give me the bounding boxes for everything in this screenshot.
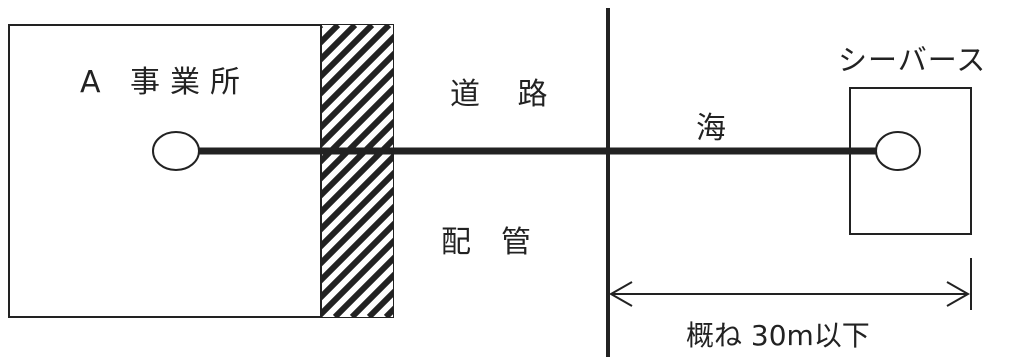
sea-berth-box — [849, 87, 972, 235]
sea-label: 海 — [696, 111, 726, 146]
hatch-stripe — [332, 254, 393, 317]
hatch-stripe — [420, 25, 712, 317]
hatch-stripe — [321, 169, 393, 251]
facility-endpoint-circle — [152, 131, 200, 171]
hatch-stripe — [383, 305, 393, 317]
hatch-stripe — [321, 67, 393, 149]
hatch-stripe — [349, 271, 393, 317]
hatch-stripe — [321, 203, 393, 285]
hatch-stripe — [321, 25, 375, 81]
hatch-stripe — [321, 237, 393, 317]
distance-label: 概ね 30m以下 — [686, 319, 870, 352]
facility-label: A 事業所 — [80, 65, 250, 100]
distance-arrow-left — [608, 281, 633, 307]
hatch-stripe — [321, 220, 393, 302]
hatch-stripe — [321, 118, 393, 200]
hatch-stripe — [321, 101, 393, 183]
berth-endpoint-circle — [875, 131, 921, 171]
hatch-stripe — [321, 135, 393, 217]
hatched-boundary — [321, 25, 712, 317]
hatch-stripe — [366, 288, 393, 317]
distance-arrow-right — [946, 281, 971, 307]
hatch-stripe — [403, 25, 695, 317]
road-label: 道 路 — [450, 77, 562, 112]
berth-label: シーバース — [838, 43, 986, 77]
hatch-stripe — [321, 152, 393, 234]
hatch-stripe — [321, 33, 393, 115]
hatch-stripe — [321, 50, 393, 132]
pipe-label: 配 管 — [441, 225, 531, 260]
hatch-stripe — [321, 186, 393, 268]
hatch-stripe — [321, 25, 392, 98]
